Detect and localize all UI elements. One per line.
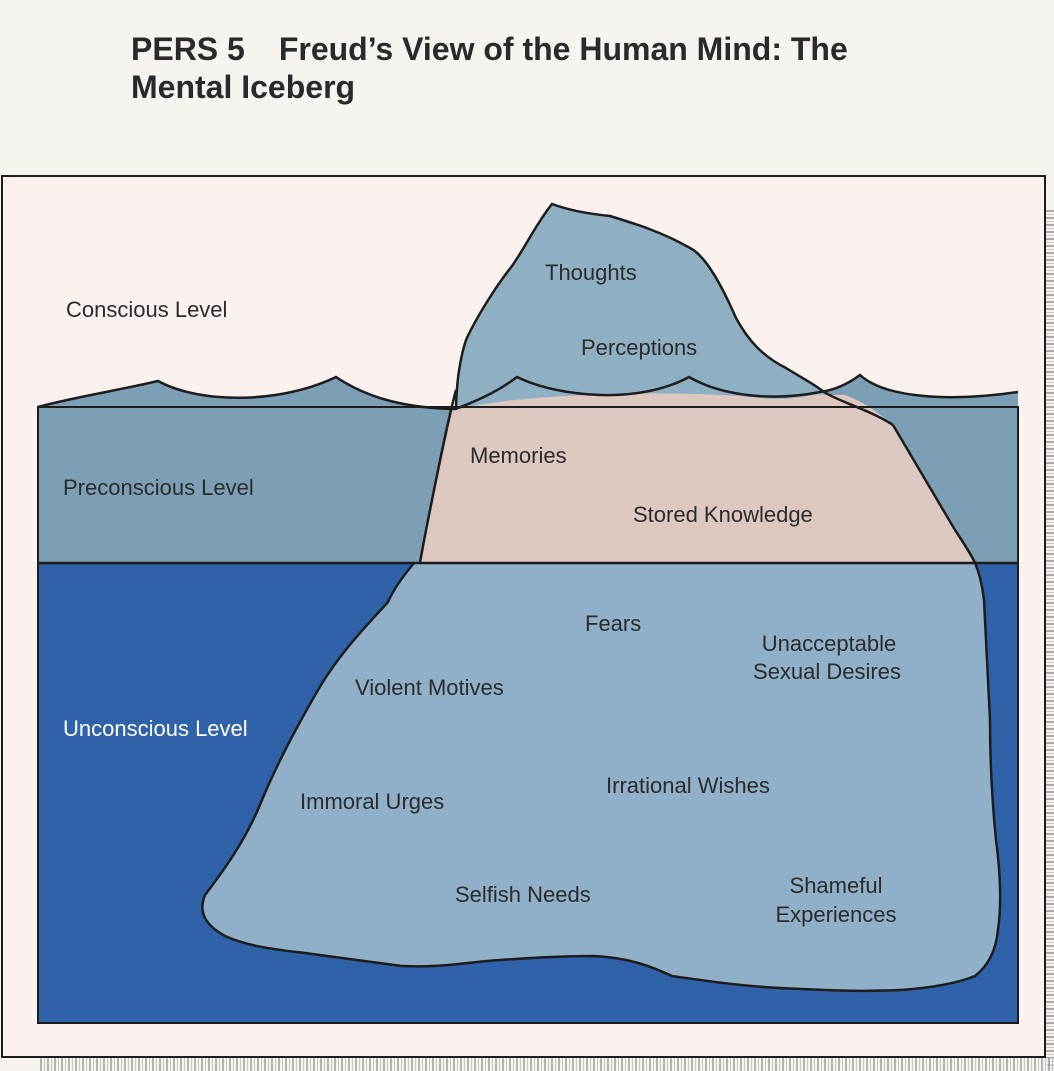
iceberg-tip	[456, 204, 893, 425]
iceberg-item-memories: Memories	[470, 443, 567, 468]
title-line-1: Freud’s View of the Human Mind: The	[278, 31, 848, 67]
iceberg-submerged-part	[202, 563, 1001, 991]
iceberg-item-experiences: Experiences	[775, 902, 896, 927]
iceberg-item-stored-knowledge: Stored Knowledge	[633, 502, 813, 527]
iceberg-middle-left-outline	[418, 389, 458, 564]
preconscious-level-label: Preconscious Level	[63, 475, 254, 500]
iceberg-middle-right-outline	[891, 424, 977, 564]
iceberg-upper-outline	[454, 202, 894, 427]
title-line-2: Mental Iceberg	[131, 69, 356, 105]
iceberg-lower-outline	[201, 562, 1002, 993]
unconscious-level-label: Unconscious Level	[63, 716, 248, 741]
iceberg-item-sexual-desires: Sexual Desires	[753, 659, 901, 684]
iceberg-item-perceptions: Perceptions	[581, 335, 697, 360]
water-surface-line	[37, 373, 1019, 411]
conscious-level-label: Conscious Level	[66, 297, 227, 322]
iceberg-item-shameful: Shameful	[790, 873, 883, 898]
scan-edge-bottom	[40, 1058, 1054, 1071]
iceberg-item-violent-motives: Violent Motives	[355, 675, 504, 700]
preconscious-water	[38, 377, 455, 563]
water-region-outline	[37, 406, 1019, 1024]
iceberg-item-selfish-needs: Selfish Needs	[455, 882, 591, 907]
iceberg-item-irrational-wishes: Irrational Wishes	[606, 773, 770, 798]
iceberg-preconscious-part	[420, 390, 975, 563]
iceberg-item-thoughts: Thoughts	[545, 260, 637, 285]
iceberg-item-fears: Fears	[585, 611, 641, 636]
iceberg-item-immoral-urges: Immoral Urges	[300, 789, 444, 814]
title-code: PERS 5	[131, 31, 245, 67]
page-title: PERS 5 Freud’s View of the Human Mind: Th…	[131, 30, 991, 106]
scan-edge-right	[1046, 210, 1054, 1071]
iceberg-item-unacceptable: Unacceptable	[762, 631, 897, 656]
